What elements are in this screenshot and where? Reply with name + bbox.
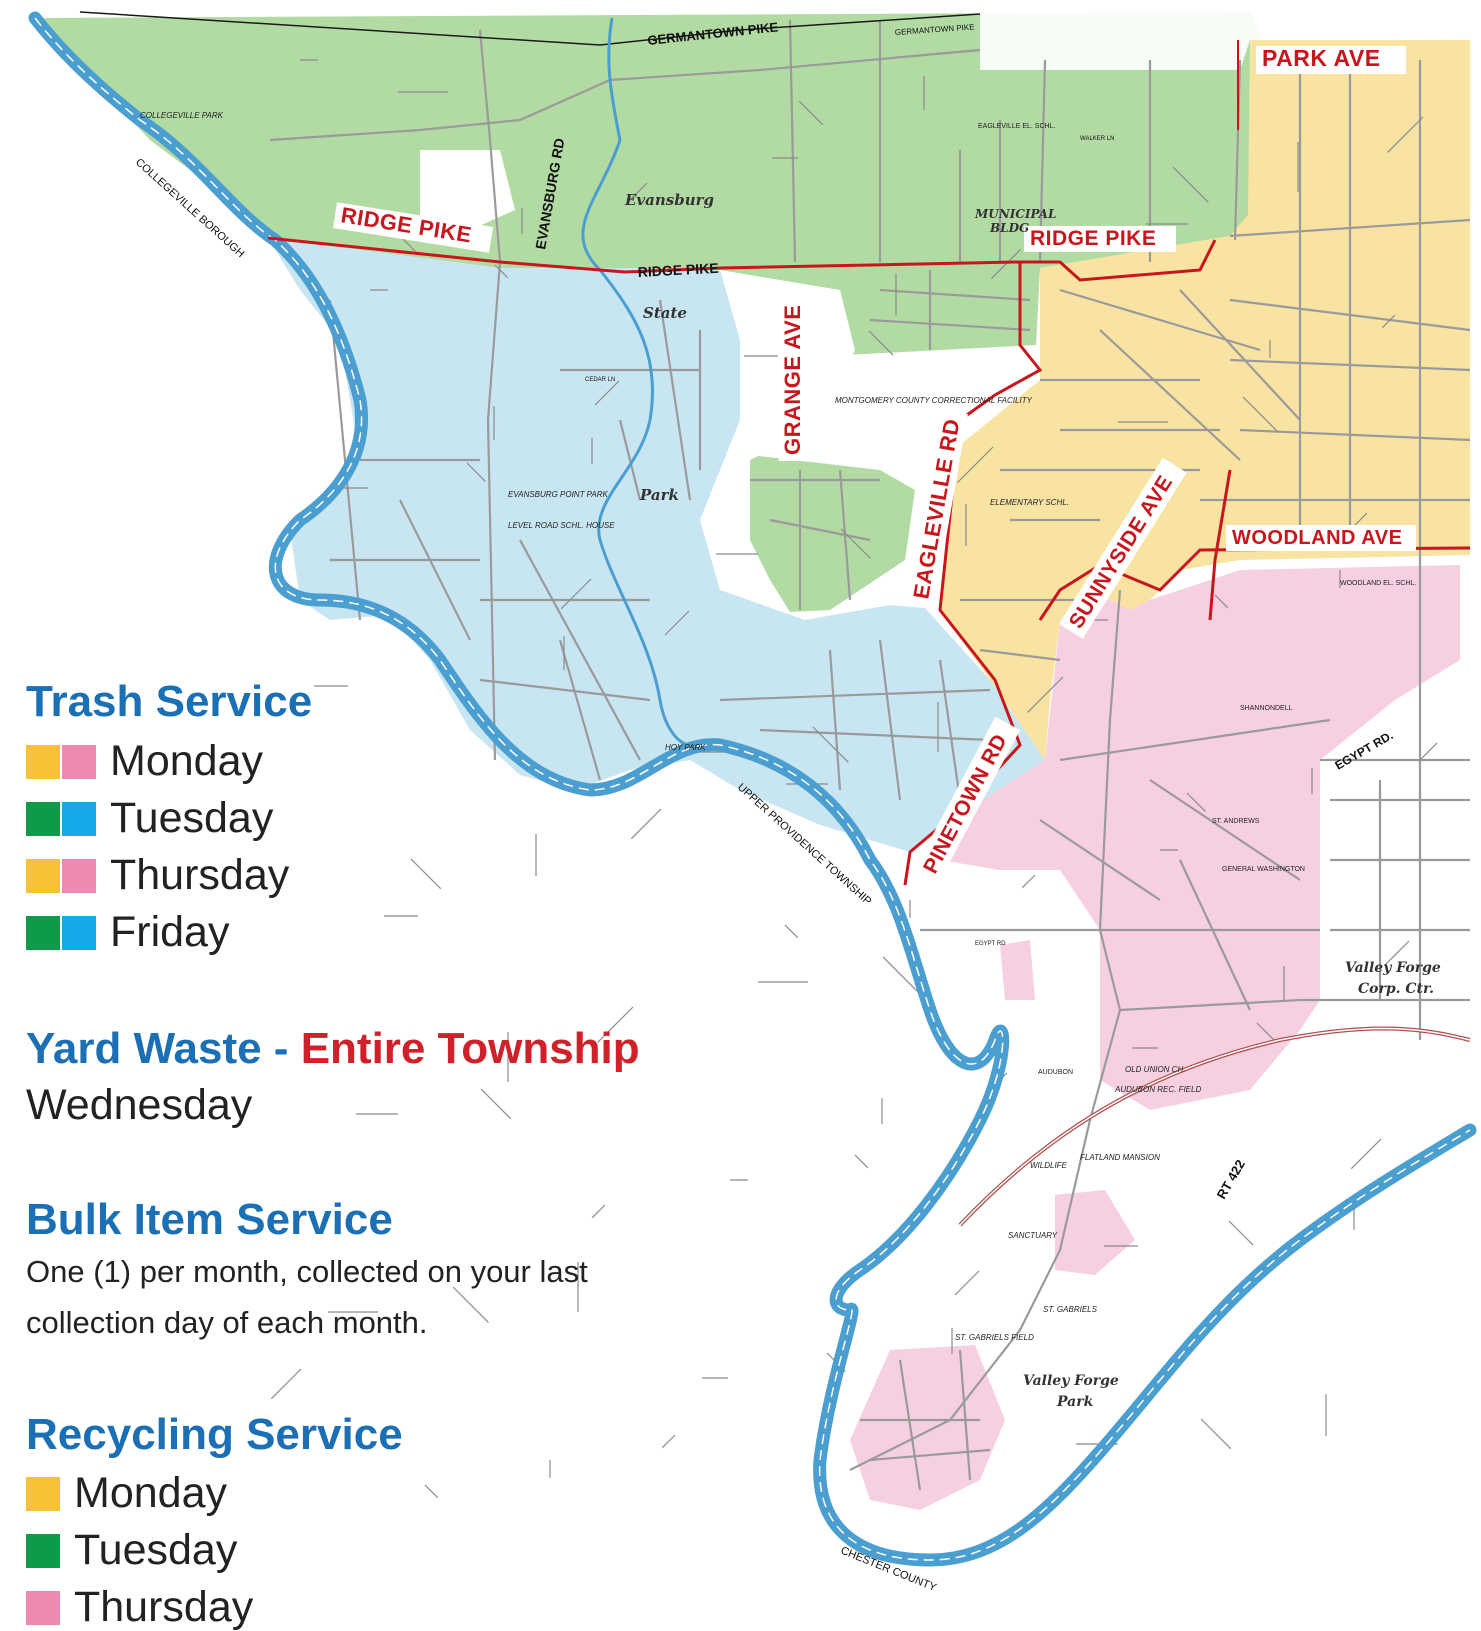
recycling-row-thursday: Thursday — [26, 1586, 253, 1629]
label-old-union: OLD UNION CH. — [1125, 1065, 1185, 1074]
zone-pink-vfpark — [850, 1345, 1005, 1510]
swatch-yellow — [26, 858, 60, 893]
trash-row-tuesday: Tuesday — [26, 797, 273, 840]
zone-pink-small — [1000, 940, 1035, 1000]
label-state: State — [643, 304, 687, 322]
label-cedar-ln: CEDAR LN — [585, 377, 615, 383]
label-egypt-rd-small: EGYPT RD — [975, 941, 1006, 947]
label-audubon: AUDUBON — [1038, 1069, 1073, 1076]
entire-township-label: Entire Township — [300, 1024, 640, 1073]
trash-tuesday-label: Tuesday — [110, 794, 274, 842]
label-audubon-rec: AUDUBON REC. FIELD — [1114, 1085, 1201, 1094]
label-bldg: BLDG — [989, 221, 1029, 235]
recycling-tuesday-label: Tuesday — [74, 1526, 238, 1574]
swatch-pink — [62, 744, 96, 779]
trash-monday-label: Monday — [110, 737, 263, 785]
recycling-thursday-label: Thursday — [74, 1583, 254, 1631]
swatch-blue — [62, 915, 96, 950]
bulk-item-line1: One (1) per month, collected on your las… — [26, 1254, 588, 1289]
trash-friday-label: Friday — [110, 908, 230, 956]
label-evansburg: Evansburg — [624, 191, 714, 209]
label-ridge-pike-east: RIDGE PIKE — [1030, 227, 1156, 250]
north-white — [980, 12, 1470, 70]
zone-green — [35, 12, 1262, 355]
label-wildlife: WILDLIFE — [1030, 1161, 1068, 1170]
germantown-pike — [79, 11, 981, 46]
label-elementary: ELEMENTARY SCHL. — [990, 498, 1069, 507]
label-park: Park — [639, 486, 679, 504]
swatch-blue — [62, 801, 96, 836]
zone-pink — [940, 565, 1460, 1110]
recycling-title: Recycling Service — [26, 1410, 403, 1459]
label-collegeville-park: COLLEGEVILLE PARK — [140, 111, 224, 120]
rt-422-inner — [959, 1027, 1471, 1226]
label-woodland-ave: WOODLAND AVE — [1232, 527, 1402, 549]
label-municipal: MUNICIPAL — [974, 207, 1056, 221]
label-valley-forge-park-2: Park — [1056, 1394, 1094, 1410]
zone-pink-sanctuary — [1055, 1190, 1135, 1275]
swatch-green — [26, 801, 60, 836]
trash-row-friday: Friday — [26, 911, 229, 954]
trash-service-title: Trash Service — [26, 677, 313, 726]
schuylkill-river-center — [34, 17, 1471, 1561]
recycling-monday-label: Monday — [74, 1469, 227, 1517]
swatch-pink — [26, 1590, 60, 1625]
place-labels: Evansburg State Park Valley Forge Park V… — [140, 111, 1441, 1410]
swatch-green — [26, 1533, 60, 1568]
swatch-pink — [62, 858, 96, 893]
label-valley-forge-park-1: Valley Forge — [1023, 1373, 1119, 1389]
label-grange-ave: GRANGE AVE — [780, 305, 805, 455]
yard-waste-title: Yard Waste - Entire Township — [26, 1027, 640, 1071]
zone-yellow-east — [940, 38, 1470, 760]
label-correctional: MONTGOMERY COUNTY CORRECTIONAL FACILITY — [835, 396, 1033, 405]
label-valley-forge-corp-1: Valley Forge — [1345, 960, 1441, 976]
label-park-ave: PARK AVE — [1262, 45, 1381, 71]
yard-waste-label: Yard Waste - — [26, 1024, 301, 1073]
bulk-item-line2: collection day of each month. — [26, 1305, 428, 1340]
label-st-gabriels-field: ST. GABRIELS FIELD — [955, 1333, 1034, 1342]
label-eagleville-el: EAGLEVILLE EL. SCHL. — [978, 123, 1055, 130]
label-level-road: LEVEL ROAD SCHL. HOUSE — [508, 521, 615, 530]
district-boundary-2 — [1020, 239, 1217, 282]
yard-waste-day: Wednesday — [26, 1081, 253, 1129]
recycling-row-tuesday: Tuesday — [26, 1529, 237, 1572]
swatch-green — [26, 915, 60, 950]
label-flatland: FLATLAND MANSION — [1080, 1153, 1160, 1162]
label-walker-ln: WALKER LN — [1080, 136, 1114, 142]
label-sanctuary: SANCTUARY — [1008, 1231, 1058, 1240]
recycling-row-monday: Monday — [26, 1472, 227, 1515]
swatch-yellow — [26, 744, 60, 779]
trash-row-thursday: Thursday — [26, 854, 289, 897]
trash-thursday-label: Thursday — [110, 851, 290, 899]
corp-center-white — [1320, 760, 1460, 1000]
bulk-item-title: Bulk Item Service — [26, 1195, 393, 1244]
label-evansburg-point: EVANSBURG POINT PARK — [508, 490, 609, 499]
label-shannondell: SHANNONDELL — [1240, 705, 1293, 712]
label-woodland-el: WOODLAND EL. SCHL. — [1340, 580, 1416, 587]
label-valley-forge-corp-2: Corp. Ctr. — [1358, 981, 1434, 997]
label-general-washington: GENERAL WASHINGTON — [1222, 866, 1305, 873]
trash-row-monday: Monday — [26, 740, 263, 783]
district-boundary-4 — [1208, 469, 1232, 621]
label-rt-422: RT 422 — [1214, 1157, 1248, 1201]
perkiomen-creek — [581, 17, 691, 747]
swatch-yellow — [26, 1476, 60, 1511]
evansburg-white — [420, 150, 515, 230]
road-network — [269, 19, 1471, 1491]
label-st-gabriels: ST. GABRIELS — [1043, 1305, 1098, 1314]
label-st-andrews: ST. ANDREWS — [1212, 818, 1260, 825]
label-ridge-pike-black: RIDGE PIKE — [637, 260, 719, 280]
label-hoy-park: HOY PARK — [665, 743, 706, 752]
